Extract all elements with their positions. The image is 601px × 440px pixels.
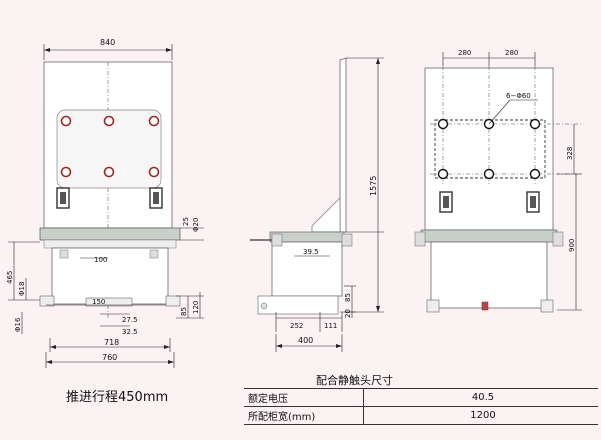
dim-32-5: 32.5	[122, 328, 138, 336]
dim-120: 120	[192, 301, 200, 314]
dim-39-5: 39.5	[303, 248, 319, 256]
spec-table: 额定电压 40.5 所配柜宽(mm) 1200	[244, 388, 598, 425]
dim-1575: 1575	[369, 176, 378, 196]
dim-85-side: 85	[344, 293, 352, 302]
dim-840: 840	[100, 38, 115, 47]
spec-label: 所配柜宽(mm)	[244, 406, 364, 425]
stroke-caption: 推进行程450mm	[66, 390, 169, 405]
bushing-holes	[60, 115, 160, 178]
dim-phi18: Φ18	[18, 282, 26, 296]
spec-value: 1200	[363, 406, 598, 425]
spec-value: 40.5	[363, 388, 598, 407]
front-view: 840 25 Φ20	[6, 38, 204, 368]
dim-280-left: 280	[458, 49, 471, 57]
dim-85-front: 85	[180, 307, 188, 316]
dim-900: 900	[568, 239, 576, 252]
spec-label: 额定电压	[244, 388, 364, 407]
dim-465: 465	[6, 271, 14, 284]
side-view: 1575 39.5 85 20 252 111 400	[250, 57, 384, 352]
dim-100: 100	[94, 256, 107, 264]
dim-252: 252	[290, 322, 303, 330]
dim-111: 111	[324, 322, 337, 330]
rear-view: 280 280 6−Φ60 328	[414, 49, 582, 313]
dim-150: 150	[92, 298, 105, 306]
dim-328: 328	[566, 147, 574, 160]
dim-phi16: Φ16	[14, 317, 22, 332]
dim-400: 400	[298, 336, 313, 345]
dim-280-right: 280	[505, 49, 518, 57]
rear-holes	[437, 118, 541, 180]
label-holes: 6−Φ60	[506, 92, 531, 100]
dim-760: 760	[102, 353, 117, 362]
dim-25: 25	[182, 217, 190, 226]
table-row: 额定电压 40.5	[244, 388, 598, 407]
dim-718: 718	[104, 338, 119, 347]
dim-phi20: Φ20	[192, 218, 200, 232]
table-row: 所配柜宽(mm) 1200	[244, 406, 598, 425]
spec-table-title: 配合静触头尺寸	[316, 374, 393, 387]
dim-27-5: 27.5	[122, 316, 138, 324]
dim-20-side: 20	[344, 309, 352, 318]
